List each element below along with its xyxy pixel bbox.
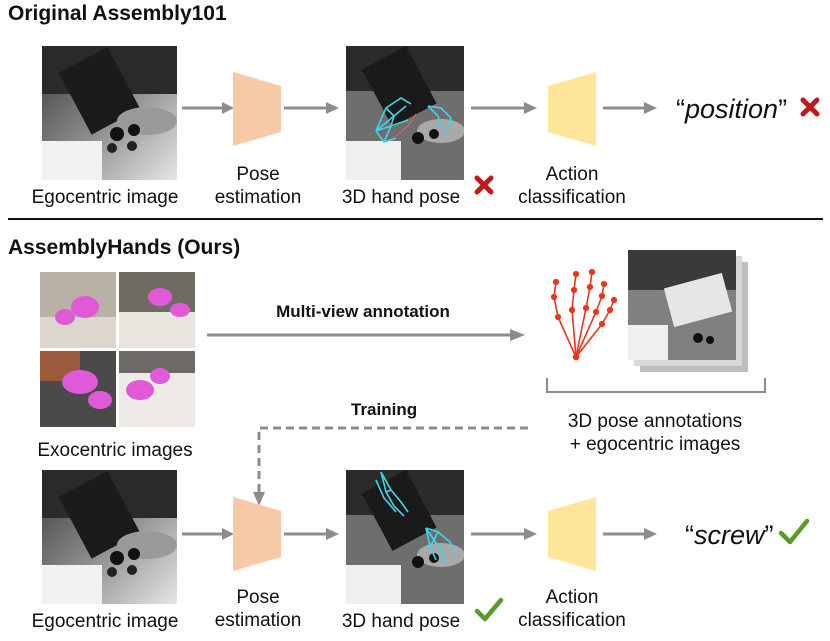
open-quote: “ [676, 94, 685, 124]
multiview-annotation-label: Multi-view annotation [276, 302, 450, 321]
cross-icon [800, 97, 820, 117]
annotation-bracket [546, 378, 766, 393]
arrow-ego-to-pose-bottom [182, 528, 234, 540]
arrow-ego-to-pose-top [182, 102, 234, 114]
training-label: Training [351, 400, 418, 419]
result-word-bottom: screw [694, 520, 765, 550]
pose-estimation-block-bottom [233, 497, 281, 571]
section-title-assemblyhands: AssemblyHands (Ours) [8, 236, 241, 259]
arrow-pose-to-hand-bottom [284, 528, 339, 540]
arrow-multiview-annotation [207, 329, 525, 341]
action-classification-block-top [548, 72, 596, 146]
arrow-action-to-result-bottom [603, 528, 657, 540]
egocentric-image-stack [628, 250, 748, 372]
caption-hand-pose-bottom: 3D hand pose [341, 611, 461, 632]
pose-estimation-block-top [233, 72, 281, 146]
caption-action-line1-bottom: Action [545, 587, 599, 608]
caption-hand-pose-top: 3D hand pose [341, 187, 461, 208]
section-title-original: Original Assembly101 [8, 2, 227, 25]
action-classification-block-bottom [548, 497, 596, 571]
annotation-hand-skeleton [550, 268, 618, 361]
caption-egocentric-top: Egocentric image [31, 187, 179, 208]
result-label-bottom: “screw” [685, 520, 774, 551]
close-quote: ” [778, 94, 788, 124]
caption-pose-line1-bottom: Pose [236, 587, 280, 608]
caption-annotations-line2: + egocentric images [569, 434, 741, 455]
caption-pose-line1-top: Pose [236, 164, 280, 185]
hand-pose-image-bottom [346, 470, 464, 604]
result-label-top: “position” [676, 94, 787, 125]
caption-pose-line2-bottom: estimation [214, 610, 302, 631]
cross-icon [474, 175, 494, 195]
open-quote: “ [685, 520, 694, 550]
hand-pose-image-top [346, 46, 464, 180]
caption-action-line2-top: classification [518, 187, 626, 208]
arrow-hand-to-action-top [471, 102, 537, 114]
caption-exocentric: Exocentric images [37, 440, 193, 461]
caption-pose-line2-top: estimation [214, 187, 302, 208]
caption-action-line1-top: Action [545, 164, 599, 185]
arrow-hand-to-action-bottom [471, 528, 537, 540]
check-icon [474, 597, 504, 622]
egocentric-image-top [42, 46, 177, 180]
section-divider [8, 218, 823, 220]
check-icon [778, 518, 810, 545]
arrow-pose-to-hand-top [284, 102, 339, 114]
result-word-top: position [685, 94, 779, 124]
caption-action-line2-bottom: classification [518, 610, 626, 631]
training-dashed-arrow [253, 426, 528, 506]
arrow-action-to-result-top [603, 102, 657, 114]
close-quote: ” [764, 520, 774, 550]
exocentric-images-grid [40, 272, 195, 427]
egocentric-image-bottom [42, 470, 177, 604]
caption-annotations-line1: 3D pose annotations [567, 411, 743, 432]
caption-egocentric-bottom: Egocentric image [31, 611, 179, 632]
